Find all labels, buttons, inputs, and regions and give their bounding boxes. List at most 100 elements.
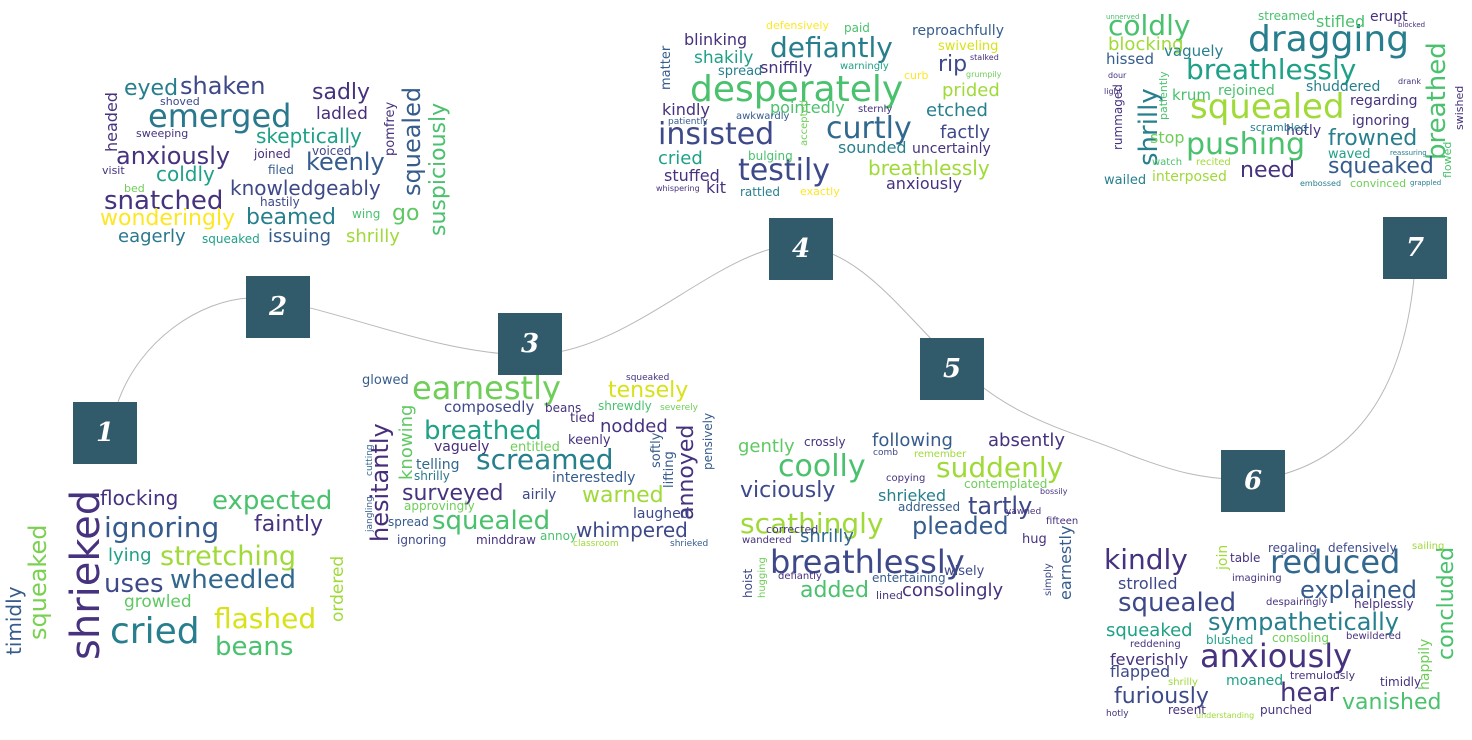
cloud-word: beans xyxy=(215,632,294,662)
cloud-word: curb xyxy=(904,69,929,82)
cloud-word: addressed xyxy=(898,500,961,514)
cloud-word: shoved xyxy=(160,95,200,108)
cloud-word: desperately xyxy=(690,69,904,110)
cloud-word: bed xyxy=(124,182,145,195)
marker-label: 6 xyxy=(1243,466,1263,496)
cloud-word: remember xyxy=(914,449,967,460)
cloud-word: jangling xyxy=(365,496,375,532)
cloud-word: shaken xyxy=(180,72,266,100)
cloud-word: interestedly xyxy=(552,470,636,486)
cloud-word: breathlessly xyxy=(1186,53,1357,86)
cloud-word: hug xyxy=(1022,532,1047,547)
cloud-word: light xyxy=(1104,87,1122,96)
cloud-word: entertaining xyxy=(872,571,946,585)
cloud-word: wisely xyxy=(944,564,985,579)
cloud-word: join xyxy=(1215,544,1231,570)
cloud-word: hotly xyxy=(1106,709,1129,719)
cloud-word: shrilly xyxy=(346,226,400,247)
cloud-word: grappled xyxy=(1410,179,1442,187)
cloud-word: krum xyxy=(1172,86,1211,104)
cloud-word: drank xyxy=(1398,77,1421,86)
cloud-word: watch xyxy=(1152,157,1183,168)
cloud-word: timidly xyxy=(1380,675,1422,689)
step-marker-1: 1 xyxy=(73,402,137,464)
cloud-word: tensely xyxy=(608,378,689,403)
cloud-word: vanished xyxy=(1342,690,1442,715)
cloud-word: suspiciously xyxy=(426,102,451,236)
cloud-word: sweeping xyxy=(136,127,189,140)
cloud-word: yawned xyxy=(1006,507,1042,517)
cloud-word: ignoring xyxy=(397,533,447,547)
cloud-word: flocking xyxy=(100,486,179,510)
cloud-word: squeaked xyxy=(1328,154,1434,179)
cloud-word: minddraw xyxy=(476,533,536,547)
cloud-word: cutting xyxy=(365,444,375,476)
cloud-word: squealed xyxy=(398,86,426,196)
cloud-word: tremulously xyxy=(1290,669,1356,682)
cloud-word: added xyxy=(800,578,869,603)
cloud-word: shrilly xyxy=(414,469,450,483)
cloud-word: grumpily xyxy=(966,70,1002,79)
cloud-word: swiveling xyxy=(938,39,999,54)
cloud-word: concluded xyxy=(1434,546,1459,660)
cloud-word: wheedled xyxy=(170,565,296,595)
cloud-word: explained xyxy=(1300,576,1418,604)
cloud-word: following xyxy=(872,430,953,451)
cloud-word: patiently xyxy=(1157,71,1170,120)
cloud-word: curtly xyxy=(826,111,912,146)
cloud-word: awkwardly xyxy=(736,111,790,122)
cloud-word: warned xyxy=(582,483,664,508)
cloud-word: keenly xyxy=(568,433,611,448)
cloud-word: corrected xyxy=(766,523,819,536)
cloud-word: spread xyxy=(388,515,429,529)
cloud-word: despairingly xyxy=(1266,597,1328,608)
cloud-word: unnerved xyxy=(1106,13,1140,21)
cloud-word: cried xyxy=(658,148,703,169)
cloud-word: defensively xyxy=(766,19,829,32)
cloud-word: wing xyxy=(352,207,381,221)
cloud-word: furiously xyxy=(1114,684,1209,709)
cloud-word: breathed xyxy=(424,416,542,446)
cloud-word: shrieked xyxy=(670,539,709,549)
cloud-word: anxiously xyxy=(1200,637,1353,675)
cloud-word: wonderingly xyxy=(100,206,236,231)
cloud-word: entitled xyxy=(510,440,560,455)
cloud-word: annoy xyxy=(540,529,578,543)
cloud-word: viciously xyxy=(740,478,836,503)
cloud-word: reddening xyxy=(1130,639,1181,650)
cloud-word: bewildered xyxy=(1346,631,1402,642)
cloud-word: shrilly xyxy=(800,526,854,547)
cloud-word: coldly xyxy=(156,162,215,186)
cloud-word: laughed xyxy=(633,506,690,522)
cloud-word: comb xyxy=(873,448,898,458)
cloud-word: go xyxy=(392,201,420,226)
cloud-word: earnestly xyxy=(412,369,561,407)
cloud-word: coolly xyxy=(778,449,866,484)
cloud-word: stifled xyxy=(1316,12,1366,31)
cloud-word: simply xyxy=(1043,563,1054,596)
cloud-word: punched xyxy=(1260,703,1313,717)
marker-label: 2 xyxy=(268,292,288,322)
cloud-word: shakily xyxy=(694,48,754,68)
cloud-word: sympathetically xyxy=(1208,608,1399,636)
cloud-word: crossly xyxy=(804,435,846,449)
cloud-word: helplessly xyxy=(1354,597,1414,611)
cloud-word: keenly xyxy=(306,148,385,176)
cloud-word: coldly xyxy=(1108,9,1191,42)
cloud-word: squeaked xyxy=(626,373,670,383)
cloud-word: paid xyxy=(844,21,870,35)
cloud-word: pleaded xyxy=(912,512,1009,540)
marker-label: 1 xyxy=(95,418,115,448)
cloud-word: vaguely xyxy=(1164,42,1224,60)
cloud-word: waved xyxy=(1328,147,1371,162)
cloud-word: bulging xyxy=(748,149,793,163)
cloud-word: defiantly xyxy=(778,571,822,582)
cloud-word: flowed xyxy=(1441,141,1454,178)
cloud-word: shrilly xyxy=(1168,677,1198,688)
cloud-word: composedly xyxy=(444,398,535,416)
cloud-word: accepted xyxy=(799,99,810,146)
cloud-word: exactly xyxy=(800,185,840,198)
cloud-word: eagerly xyxy=(118,226,186,247)
cloud-word: streamed xyxy=(1258,9,1316,23)
